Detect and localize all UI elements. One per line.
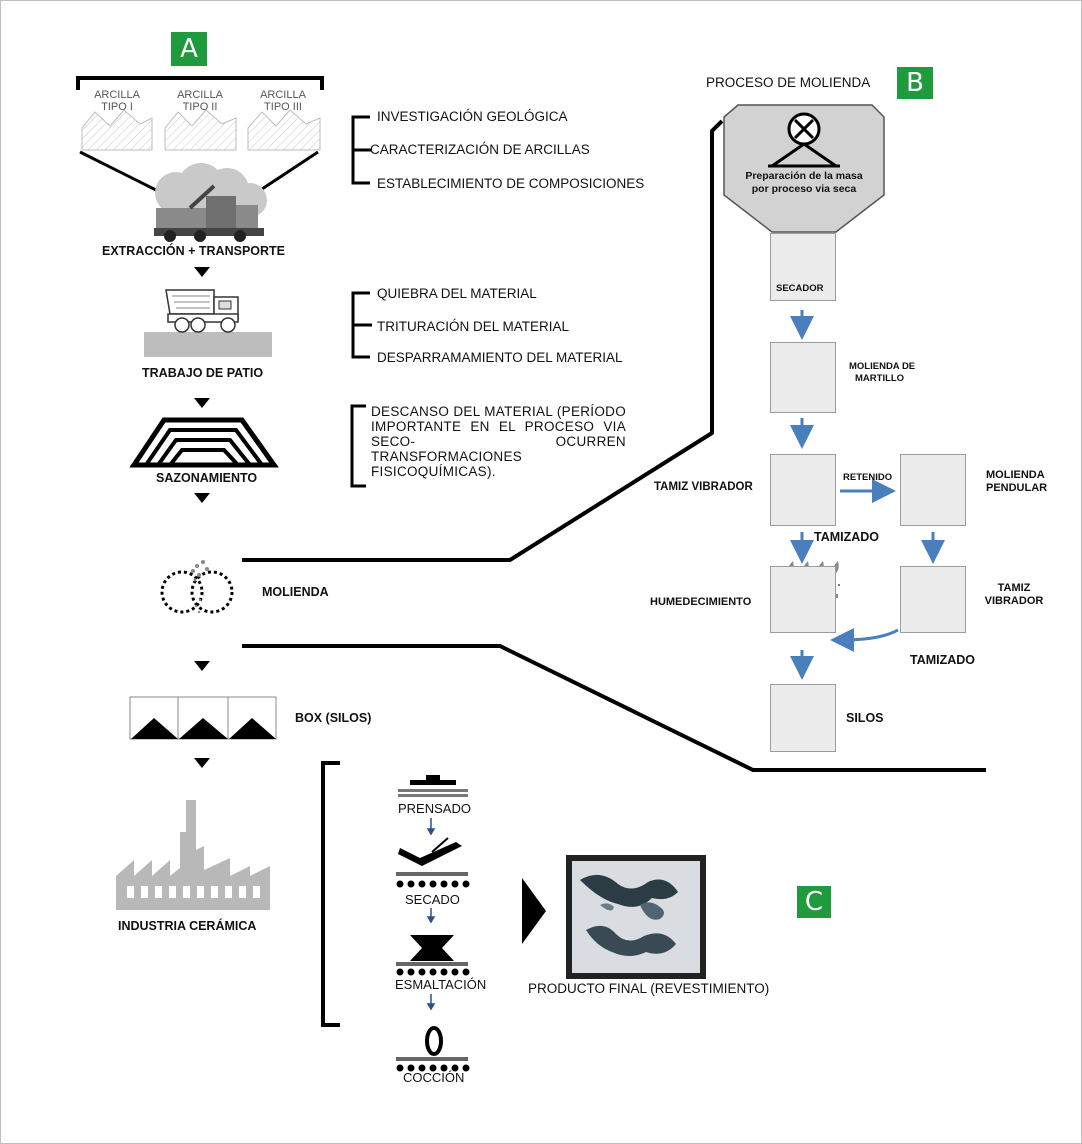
seasoning-label: SAZONAMIENTO [156,471,258,485]
pendular-mill-box [900,454,966,526]
molienda-connector-lines [242,119,986,772]
note-clay-characterization: CARACTERIZACIÓN DE ARCILLAS [370,142,590,157]
dryer-box [770,233,836,301]
screened-2-label: TAMIZADO [910,653,976,667]
dryer-conveyor-icon [396,837,470,888]
firing-kiln-icon [396,1026,470,1072]
step-pressing: PRENSADO [398,801,471,816]
to-final-product-arrow [522,878,546,944]
production-step-arrows [426,818,436,1011]
step-glazing: ESMALTACIÓN [395,977,487,992]
glazing-icon [396,935,470,976]
note-material-crushing: TRITURACIÓN DEL MATERIAL [377,319,570,334]
vibrating-screen-box [770,454,836,526]
retained-label: RETENIDO [843,472,893,483]
production-bracket [321,761,340,1027]
milling-label: MOLIENDA [262,585,329,599]
vibrating-screen-2-box [900,566,966,633]
section-b-badge: B [897,67,933,99]
box-silos-icon [129,696,277,740]
note-geological-research: INVESTIGACIÓN GEOLÓGICA [377,109,568,124]
blue-flow-arrows [790,310,945,680]
silos-box [770,684,836,752]
flow-down-arrows [194,267,210,768]
silos-label: SILOS [846,711,884,725]
section-c-badge: C [797,886,831,918]
note-brackets [350,115,372,488]
note-material-spreading: DESPARRAMAMIENTO DEL MATERIAL [377,350,623,365]
ceramic-industry-label: INDUSTRIA CERÁMICA [118,919,257,933]
press-icon [398,775,468,797]
dryer-label: SECADOR [776,283,824,294]
yard-work-label: TRABAJO DE PATIO [142,366,264,380]
box-silos-label: BOX (SILOS) [295,711,372,725]
vibrating-screen-label: TAMIZ VIBRADOR [654,481,753,493]
step-drying: SECADO [405,892,460,907]
note-compositions: ESTABLECIMIENTO DE COMPOSICIONES [377,176,645,191]
clay-bracket [76,76,324,90]
moistening-label: HUMEDECIMIENTO [650,596,752,608]
milling-rollers-icon [160,560,234,614]
excavator-truck-icon [154,163,267,242]
extraction-transport-label: EXTRACCIÓN + TRANSPORTE [102,244,286,258]
section-a-badge: A [171,32,207,66]
dry-process-hopper [723,104,885,233]
dump-truck-icon [144,289,272,357]
note-material-breaking: QUIEBRA DEL MATERIAL [377,286,537,301]
final-product-label: PRODUCTO FINAL (REVESTIMIENTO) [528,981,770,996]
final-product-tile [566,855,706,979]
ceramic-factory-icon [116,800,270,910]
seasoning-pile-icon [129,417,279,468]
moistening-box [770,566,836,633]
hammer-mill-box [770,342,836,413]
screened-label: TAMIZADO [814,530,880,544]
step-firing: COCCIÓN [403,1070,465,1085]
clay-deposit-icon [81,109,321,151]
milling-process-title: PROCESO DE MOLIENDA [706,75,871,90]
seasoning-note: DESCANSO DEL MATERIAL (PERÍODO IMPORTANT… [371,404,626,480]
